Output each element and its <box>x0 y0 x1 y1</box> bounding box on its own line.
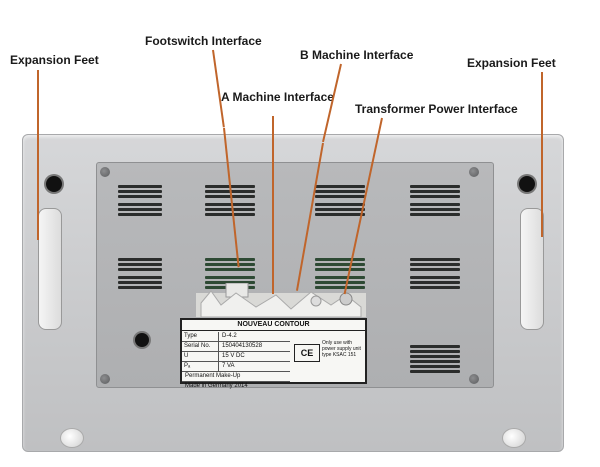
vent-slot <box>410 276 460 279</box>
vent-slot <box>410 190 460 193</box>
vent-slot <box>118 286 162 289</box>
vent-slot <box>315 276 365 279</box>
vent-slot <box>315 268 365 271</box>
callout-expansion-feet-left: Expansion Feet <box>10 53 99 67</box>
rating-power-value: 7 VA <box>222 363 235 369</box>
vent-slot <box>118 203 162 206</box>
vent-slot <box>315 258 365 261</box>
vent-slot <box>410 281 460 284</box>
ce-mark: CE <box>294 344 320 362</box>
vent-slot <box>410 370 460 373</box>
vent-slot <box>410 365 460 368</box>
rubber-foot-right <box>502 428 526 448</box>
vent-slot <box>315 185 365 188</box>
callout-line-expansion-left <box>37 70 39 240</box>
vent-slot <box>205 276 255 279</box>
vent-slot <box>205 208 255 211</box>
screw <box>469 374 479 384</box>
vent-slot <box>410 355 460 358</box>
vent-slot <box>410 258 460 261</box>
vent-slot <box>118 213 162 216</box>
rating-serial-value: 150404130528 <box>222 343 263 349</box>
vent-slot <box>410 268 460 271</box>
vent-slot <box>315 190 365 193</box>
vent-slot <box>205 213 255 216</box>
power-supply-note: Only use with power supply unit type KSA… <box>322 340 361 358</box>
vent-slot <box>118 263 162 266</box>
vent-slot <box>410 350 460 353</box>
vent-slot <box>410 286 460 289</box>
vent-slot <box>205 258 255 261</box>
vent-slot <box>118 281 162 284</box>
callout-line-expansion-right <box>541 72 543 237</box>
screw <box>100 167 110 177</box>
callout-a-machine-interface: A Machine Interface <box>221 90 334 104</box>
vent-slot <box>118 276 162 279</box>
mount-hole-small <box>135 333 149 347</box>
vent-slot <box>205 268 255 271</box>
vent-slot <box>410 203 460 206</box>
rating-power-key: Pₐ <box>182 362 219 371</box>
vent-slot <box>315 208 365 211</box>
vent-slot <box>118 185 162 188</box>
rating-serial-key: Serial No. <box>182 342 219 351</box>
rating-type-value: D-4.2 <box>222 333 237 339</box>
vent-slot <box>410 345 460 348</box>
rating-voltage-value: 15 V DC <box>222 353 245 359</box>
rating-voltage-key: U <box>182 352 219 361</box>
vent-slot <box>410 213 460 216</box>
vent-slot <box>410 195 460 198</box>
rating-origin: Made in Germany 2014 <box>185 383 248 389</box>
callout-line-a-machine <box>272 116 274 294</box>
callout-b-machine-interface: B Machine Interface <box>300 48 414 62</box>
vent-slot <box>315 203 365 206</box>
vent-slot <box>315 286 365 289</box>
mount-hole-left <box>46 176 62 192</box>
vent-slot <box>205 203 255 206</box>
vent-slot <box>118 268 162 271</box>
vent-slot <box>410 185 460 188</box>
vent-slot <box>118 208 162 211</box>
screw <box>100 374 110 384</box>
vent-slot <box>118 190 162 193</box>
callout-transformer-power-interface: Transformer Power Interface <box>355 102 518 116</box>
interface-connectors <box>196 283 366 317</box>
rubber-foot-left <box>60 428 84 448</box>
vent-slot <box>315 263 365 266</box>
vent-slot <box>410 208 460 211</box>
vent-slot <box>118 258 162 261</box>
vent-slot <box>315 281 365 284</box>
vent-slot <box>410 360 460 363</box>
screw <box>469 167 479 177</box>
expansion-foot-left <box>38 208 62 330</box>
callout-line-footswitch <box>212 49 225 128</box>
callout-expansion-feet-right: Expansion Feet <box>467 56 556 70</box>
rating-product: Permanent Make-Up <box>182 372 290 382</box>
mount-hole-right <box>519 176 535 192</box>
rating-type-key: Type <box>182 332 219 341</box>
vent-slot <box>410 263 460 266</box>
vent-slot <box>315 195 365 198</box>
rating-plate-brand: NOUVEAU CONTOUR <box>182 320 365 331</box>
vent-slot <box>205 263 255 266</box>
vent-slot <box>315 213 365 216</box>
callout-footswitch-interface: Footswitch Interface <box>145 34 262 48</box>
expansion-foot-right <box>520 208 544 330</box>
vent-slot <box>118 195 162 198</box>
